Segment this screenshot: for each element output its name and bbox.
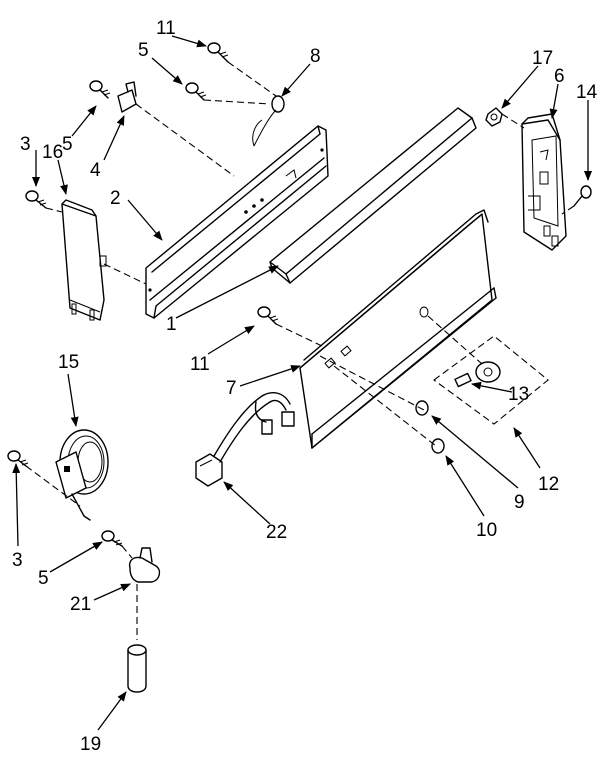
control-knob (127, 644, 147, 693)
leader-lines (12, 35, 592, 731)
callout-2: 2 (110, 188, 121, 209)
cap-foot-2 (551, 235, 559, 247)
cap-tab-1 (71, 303, 77, 315)
kit-12-outline (433, 335, 549, 425)
callout-19: 19 (80, 734, 101, 755)
callout-11-top: 11 (156, 18, 176, 39)
spacer-9 (415, 400, 429, 416)
control-panel (299, 209, 497, 449)
callout-17: 17 (532, 48, 553, 69)
right-end-cap (521, 113, 567, 251)
screw-5-bottom (101, 530, 123, 547)
callout-5-bottom: 5 (38, 568, 49, 589)
callout-9: 9 (514, 492, 525, 513)
timer-switch (55, 429, 109, 521)
panel-slot-right (340, 345, 352, 357)
screw-11-mid (257, 306, 279, 325)
cap-peg (99, 255, 107, 267)
bracket-hole-1 (244, 210, 248, 214)
callout-16: 16 (42, 142, 63, 163)
assembly-lines (25, 61, 575, 640)
callout-3-bottom: 3 (12, 550, 23, 571)
screw-5-left (89, 80, 111, 99)
screw-14 (573, 185, 592, 207)
callout-8: 8 (310, 46, 321, 67)
cap-tab-2 (89, 309, 95, 321)
bracket-end-hole-2 (320, 148, 324, 152)
thermostat-13 (454, 361, 501, 388)
callout-7: 7 (226, 378, 237, 399)
bracket-hole-3 (260, 198, 264, 202)
panel-slot-left (324, 357, 336, 369)
wire-harness (195, 392, 295, 487)
callout-22: 22 (266, 522, 287, 543)
callout-12: 12 (538, 474, 559, 495)
screw-3-bottom (7, 450, 29, 467)
bracket-4 (117, 81, 137, 113)
bracket-hole-2 (252, 204, 256, 208)
callout-6: 6 (554, 66, 565, 87)
callout-1: 1 (166, 314, 177, 335)
cap-latch (539, 171, 549, 185)
callout-15: 15 (58, 352, 79, 373)
callout-5-left: 5 (62, 134, 73, 155)
knob-clip (128, 547, 161, 583)
callout-11-mid: 11 (190, 354, 210, 375)
top-strip-panel (269, 107, 477, 284)
screw-3-top (25, 190, 47, 209)
callout-3-top: 3 (20, 134, 31, 155)
panel-hole (419, 306, 429, 318)
cap-foot-1 (543, 225, 551, 237)
grommet-8 (271, 95, 285, 113)
screw-top-11 (207, 42, 229, 63)
left-end-cap (61, 199, 107, 321)
bracket-end-hole (148, 288, 152, 292)
spacer-10 (431, 438, 445, 454)
callout-4: 4 (90, 160, 101, 181)
console-channel-bracket (145, 125, 329, 319)
callout-5-top: 5 (138, 40, 149, 61)
callout-labels: 11 5 8 5 4 3 16 2 1 11 7 17 6 14 13 12 9… (12, 18, 598, 755)
screw-5-top (185, 82, 207, 101)
switch-terminal (64, 466, 70, 472)
callout-14: 14 (576, 82, 598, 103)
callout-10: 10 (476, 520, 497, 541)
nut-17 (485, 107, 503, 127)
harness-connector-right (281, 411, 295, 427)
callout-13: 13 (508, 384, 529, 405)
harness-connector-mid (261, 419, 273, 435)
callout-21: 21 (70, 594, 91, 615)
